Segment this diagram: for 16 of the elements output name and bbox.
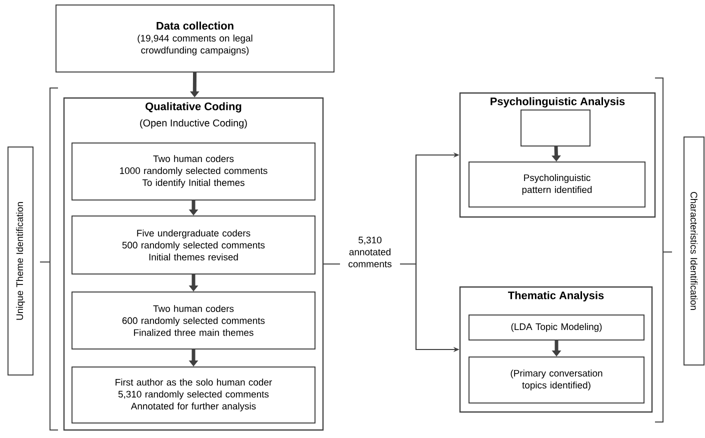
edge-label: 5,310 annotated comments [340,236,400,268]
process-box: Two human coders 600 randomly selected comments Finalized three main themes [72,292,316,350]
heading: Psycholinguistic Analysis [490,97,625,108]
process-box: First author as the solo human coder 5,310 randomly selected comments Annotated for further analysis [72,366,316,424]
process-box: Five undergraduate coders 500 randomly selected comments Initial themes revised [72,216,316,274]
process-box: Psycholinguistic pattern identified [468,162,646,208]
process-box: (Primary conversation topics identified) [468,356,644,404]
empty-box [520,110,590,146]
heading: Thematic Analysis [508,291,604,302]
process-box: Data collection (19,944 comments on legal crowdfunding campaigns) [56,4,334,72]
side-label-box: Characteristics Identification [684,136,704,366]
subheading: (Open Inductive Coding) [140,119,247,128]
side-label-box: Unique Theme Identification [8,146,34,376]
heading: Qualitative Coding [146,102,242,112]
process-box: (LDA Topic Modeling) [468,314,644,340]
process-box: Two human coders 1000 randomly selected comments To identify Initial themes [72,142,316,200]
